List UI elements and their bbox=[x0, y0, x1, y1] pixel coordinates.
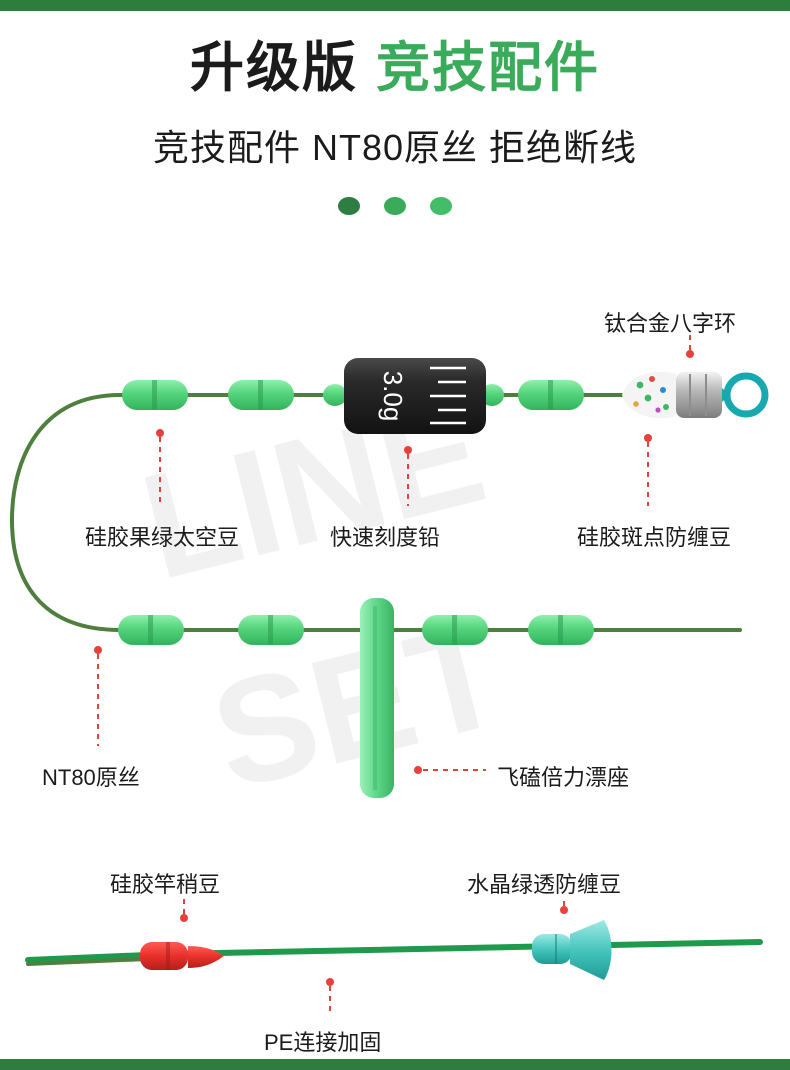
titanium-swivel bbox=[676, 372, 769, 418]
label-green-bead: 硅胶果绿太空豆 bbox=[85, 525, 240, 550]
main-line-path bbox=[9, 393, 742, 632]
quick-scale-weight: 3.0g bbox=[344, 358, 486, 434]
label-spot-anti-tangle-bead: 硅胶斑点防缠豆 bbox=[577, 525, 732, 550]
bead-green-3 bbox=[518, 380, 584, 410]
label-rod-tip-bead: 硅胶竿稍豆 bbox=[110, 872, 221, 897]
dot-3-icon bbox=[430, 197, 452, 215]
stopper-left bbox=[323, 384, 347, 406]
bead-green-4 bbox=[118, 615, 184, 645]
top-green-bar bbox=[0, 0, 790, 11]
page-subtitle: 竞技配件 NT80原丝 拒绝断线 bbox=[152, 127, 638, 168]
crystal-anti-tangle-bead bbox=[532, 920, 612, 980]
rod-tip-bead-red bbox=[140, 942, 224, 970]
label-pe-joint: PE连接加固 bbox=[264, 1030, 382, 1055]
pe-line-path bbox=[25, 939, 763, 963]
spot-anti-tangle-bead bbox=[622, 371, 676, 419]
bead-green-2 bbox=[228, 380, 294, 410]
label-quick-scale-weight: 快速刻度铅 bbox=[330, 525, 441, 550]
bead-green-6 bbox=[422, 615, 488, 645]
callout-leaders bbox=[94, 332, 694, 1012]
float-seat bbox=[360, 598, 394, 798]
bead-green-1 bbox=[122, 380, 188, 410]
bead-green-5 bbox=[238, 615, 304, 645]
label-titanium-swivel: 钛合金八字环 bbox=[604, 311, 737, 336]
dot-2-icon bbox=[384, 197, 406, 215]
bottom-green-bar bbox=[0, 1059, 790, 1070]
diagram-svg: 3.0g bbox=[9, 332, 769, 1012]
weight-value-text: 3.0g bbox=[378, 371, 408, 422]
bead-green-7 bbox=[528, 615, 594, 645]
page-title: 升级版竞技配件 bbox=[0, 41, 790, 95]
header: 升级版竞技配件 竞技配件 NT80原丝 拒绝断线 bbox=[0, 11, 790, 215]
label-crystal-bead: 水晶绿透防缠豆 bbox=[467, 872, 622, 897]
dot-1-icon bbox=[338, 197, 360, 215]
title-part1: 升级版 bbox=[190, 38, 358, 98]
title-part2: 竞技配件 bbox=[376, 38, 600, 98]
label-nt80-line: NT80原丝 bbox=[42, 765, 140, 790]
label-float-seat: 飞磕倍力漂座 bbox=[497, 765, 630, 790]
dot-separator bbox=[0, 197, 790, 215]
tackle-diagram: 3.0g bbox=[0, 270, 790, 1060]
